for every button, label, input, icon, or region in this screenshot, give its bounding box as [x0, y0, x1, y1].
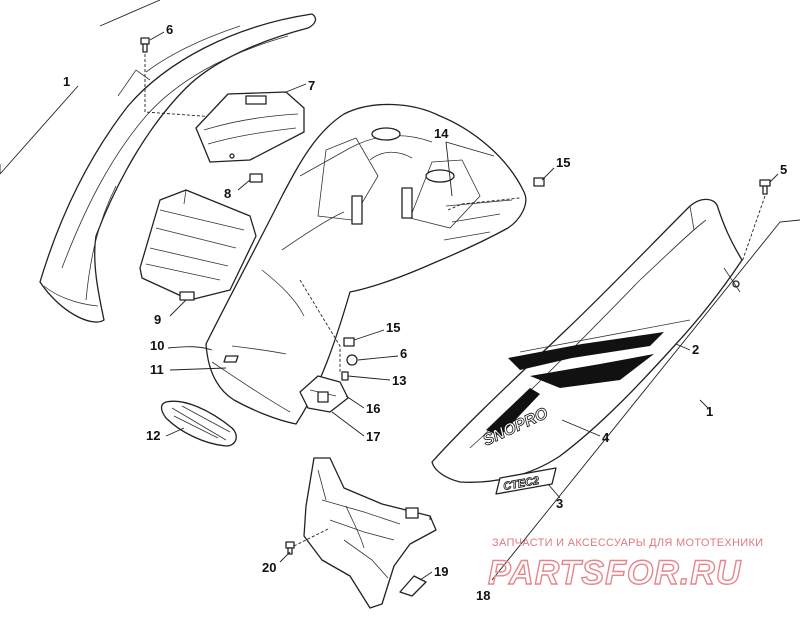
leader-5: [769, 173, 779, 183]
leader-14a: [445, 141, 495, 157]
leader-6-mid: [357, 355, 399, 361]
clip-8: [249, 173, 263, 183]
leader-3: [547, 483, 561, 499]
leader-15-mid: [353, 329, 385, 341]
leader-14b: [445, 141, 453, 197]
callout-5: 5: [780, 162, 787, 177]
mesh-grille-12: [160, 400, 237, 447]
leader-2: [675, 343, 691, 351]
dash-14: [447, 197, 521, 211]
watermark-caption: ЗАПЧАСТИ И АКСЕССУАРЫ ДЛЯ МОТОТЕХНИКИ: [492, 537, 763, 549]
callout-18: 18: [476, 588, 490, 603]
clip-15-mid: [343, 337, 355, 347]
leader-12: [165, 427, 185, 437]
callout-12: 12: [146, 428, 160, 443]
belly-pan: [303, 457, 437, 609]
clip-15-top: [533, 177, 545, 187]
callout-2: 2: [692, 342, 699, 357]
callout-16: 16: [366, 401, 380, 416]
lower-vent-grille: [139, 189, 257, 301]
windshield-panel: [195, 91, 305, 163]
leader-4: [561, 419, 601, 437]
watermark: ЗАПЧАСТИ И АКСЕССУАРЫ ДЛЯ МОТОТЕХНИКИ PA…: [487, 537, 763, 593]
leader-11: [169, 367, 227, 371]
screw-5: [759, 179, 771, 195]
right-side-panel: SNOPRO: [431, 198, 743, 483]
callout-10: 10: [150, 338, 164, 353]
callout-1-left: 1: [63, 74, 70, 89]
callout-7: 7: [308, 78, 315, 93]
latch-bracket-16: [299, 375, 349, 413]
callout-9: 9: [154, 312, 161, 327]
callout-15-top: 15: [556, 155, 570, 170]
front-hood-nose: [205, 103, 527, 425]
callout-17: 17: [366, 429, 380, 444]
leader-7: [285, 83, 307, 93]
callout-3: 3: [556, 496, 563, 511]
leader-10: [167, 346, 213, 351]
bracket-top-left: [99, 0, 161, 27]
leader-15-top: [541, 167, 555, 181]
screw-20: [285, 541, 295, 555]
callout-6-mid: 6: [400, 346, 407, 361]
left-side-panel: [39, 13, 317, 323]
callout-1-right: 1: [706, 404, 713, 419]
leader-20: [279, 551, 291, 563]
pad-19: [399, 575, 427, 597]
dash-6-top: [144, 54, 231, 119]
callout-8: 8: [224, 186, 231, 201]
callout-4: 4: [602, 430, 610, 445]
callout-6-top: 6: [166, 22, 173, 37]
bracket-1-right: [491, 219, 800, 581]
callout-19: 19: [434, 564, 448, 579]
leader-19: [419, 571, 433, 581]
callout-20: 20: [262, 560, 276, 575]
leader-8: [237, 179, 251, 191]
screw-13: [341, 371, 349, 381]
callout-15-mid: 15: [386, 320, 400, 335]
dash-hood-mount: [299, 279, 341, 374]
callout-11: 11: [150, 362, 164, 377]
callout-13: 13: [392, 373, 406, 388]
dash-5: [741, 195, 766, 263]
leader-1-right: [699, 399, 709, 409]
leader-13: [347, 375, 391, 381]
washer-6-mid: [346, 354, 358, 366]
leader-9: [169, 299, 187, 317]
callout-14: 14: [434, 126, 449, 141]
leader-6-top: [149, 31, 165, 41]
leader-16: [345, 395, 365, 409]
dash-20: [293, 527, 331, 547]
watermark-brand: PARTSFOR.RU: [488, 554, 742, 592]
screw-6-top: [140, 37, 150, 53]
leader-17: [331, 411, 365, 437]
leader-1-left: [0, 85, 79, 175]
